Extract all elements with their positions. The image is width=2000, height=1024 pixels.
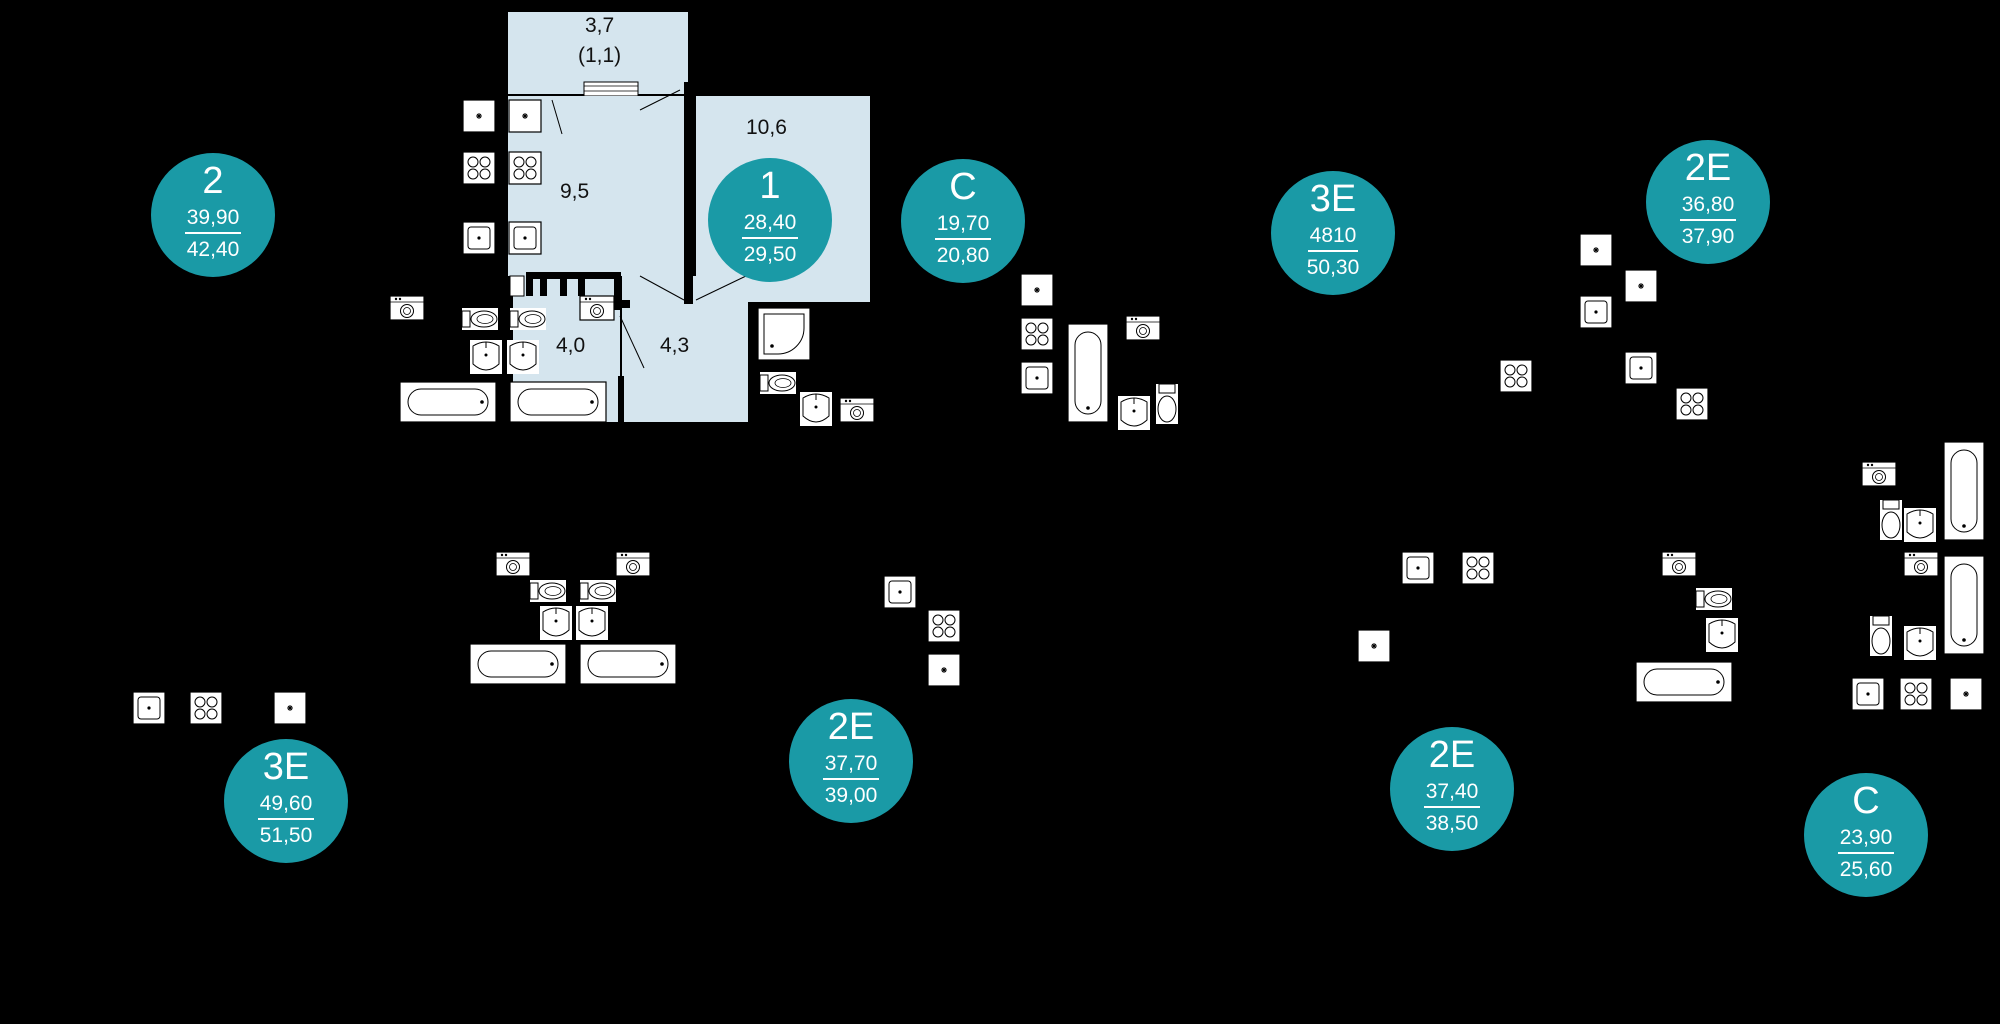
badge-total-area: 25,60 — [1839, 858, 1893, 881]
badge-type: 2E — [1684, 147, 1732, 189]
apartment-badge-2e[interactable]: 2E 36,80 37,90 — [1646, 140, 1770, 264]
apartment-badge-2e[interactable]: 2E 37,70 39,00 — [789, 699, 913, 823]
room-label-bathroom: 4,0 — [556, 334, 586, 357]
apartment-badge-3e[interactable]: 3E 4810 50,30 — [1271, 171, 1395, 295]
badge-living-area: 49,60 — [257, 792, 315, 820]
room-label-balcony-area: 3,7 — [585, 14, 615, 37]
badge-total-area: 38,50 — [1425, 812, 1479, 835]
fixtures-bottom-left — [132, 551, 961, 725]
apartment-badge-c[interactable]: C 23,90 25,60 — [1804, 773, 1928, 897]
badge-living-area: 23,90 — [1837, 826, 1895, 854]
badge-type: 2E — [1428, 734, 1476, 776]
badge-type: 3E — [262, 746, 310, 788]
fixtures-bottom-right — [1357, 441, 1985, 711]
badge-living-area: 28,40 — [741, 211, 799, 239]
badge-type: 2 — [202, 160, 224, 202]
badge-total-area: 39,00 — [824, 784, 878, 807]
room-label-living-room: 10,6 — [746, 116, 787, 139]
apartment-badge-3e[interactable]: 3E 49,60 51,50 — [224, 739, 348, 863]
badge-living-area: 36,80 — [1679, 193, 1737, 221]
badge-living-area: 37,40 — [1423, 780, 1481, 808]
apartment-badge-c[interactable]: C 19,70 20,80 — [901, 159, 1025, 283]
badge-type: 2E — [827, 706, 875, 748]
badge-type: C — [949, 166, 977, 208]
fixtures-top-right — [1499, 233, 1709, 421]
badge-type: C — [1852, 780, 1880, 822]
room-label-hallway: 4,3 — [660, 334, 690, 357]
badge-total-area: 37,90 — [1681, 225, 1735, 248]
room-label-kitchen: 9,5 — [560, 180, 590, 203]
badge-type: 3E — [1309, 178, 1357, 220]
apartment-badge-2e[interactable]: 2E 37,40 38,50 — [1390, 727, 1514, 851]
badge-living-area: 19,70 — [934, 212, 992, 240]
badge-total-area: 51,50 — [259, 824, 313, 847]
badge-living-area: 39,90 — [184, 206, 242, 234]
badge-total-area: 42,40 — [186, 238, 240, 261]
badge-living-area: 4810 — [1307, 224, 1359, 252]
badge-total-area: 20,80 — [936, 244, 990, 267]
badge-type: 1 — [759, 165, 781, 207]
badge-total-area: 29,50 — [743, 243, 797, 266]
apartment-badge-2[interactable]: 2 39,90 42,40 — [151, 153, 275, 277]
room-label-balcony-reduced: (1,1) — [578, 44, 622, 67]
badge-total-area: 50,30 — [1306, 256, 1360, 279]
apartment-badge-1[interactable]: 1 28,40 29,50 — [708, 158, 832, 282]
badge-living-area: 37,70 — [822, 752, 880, 780]
